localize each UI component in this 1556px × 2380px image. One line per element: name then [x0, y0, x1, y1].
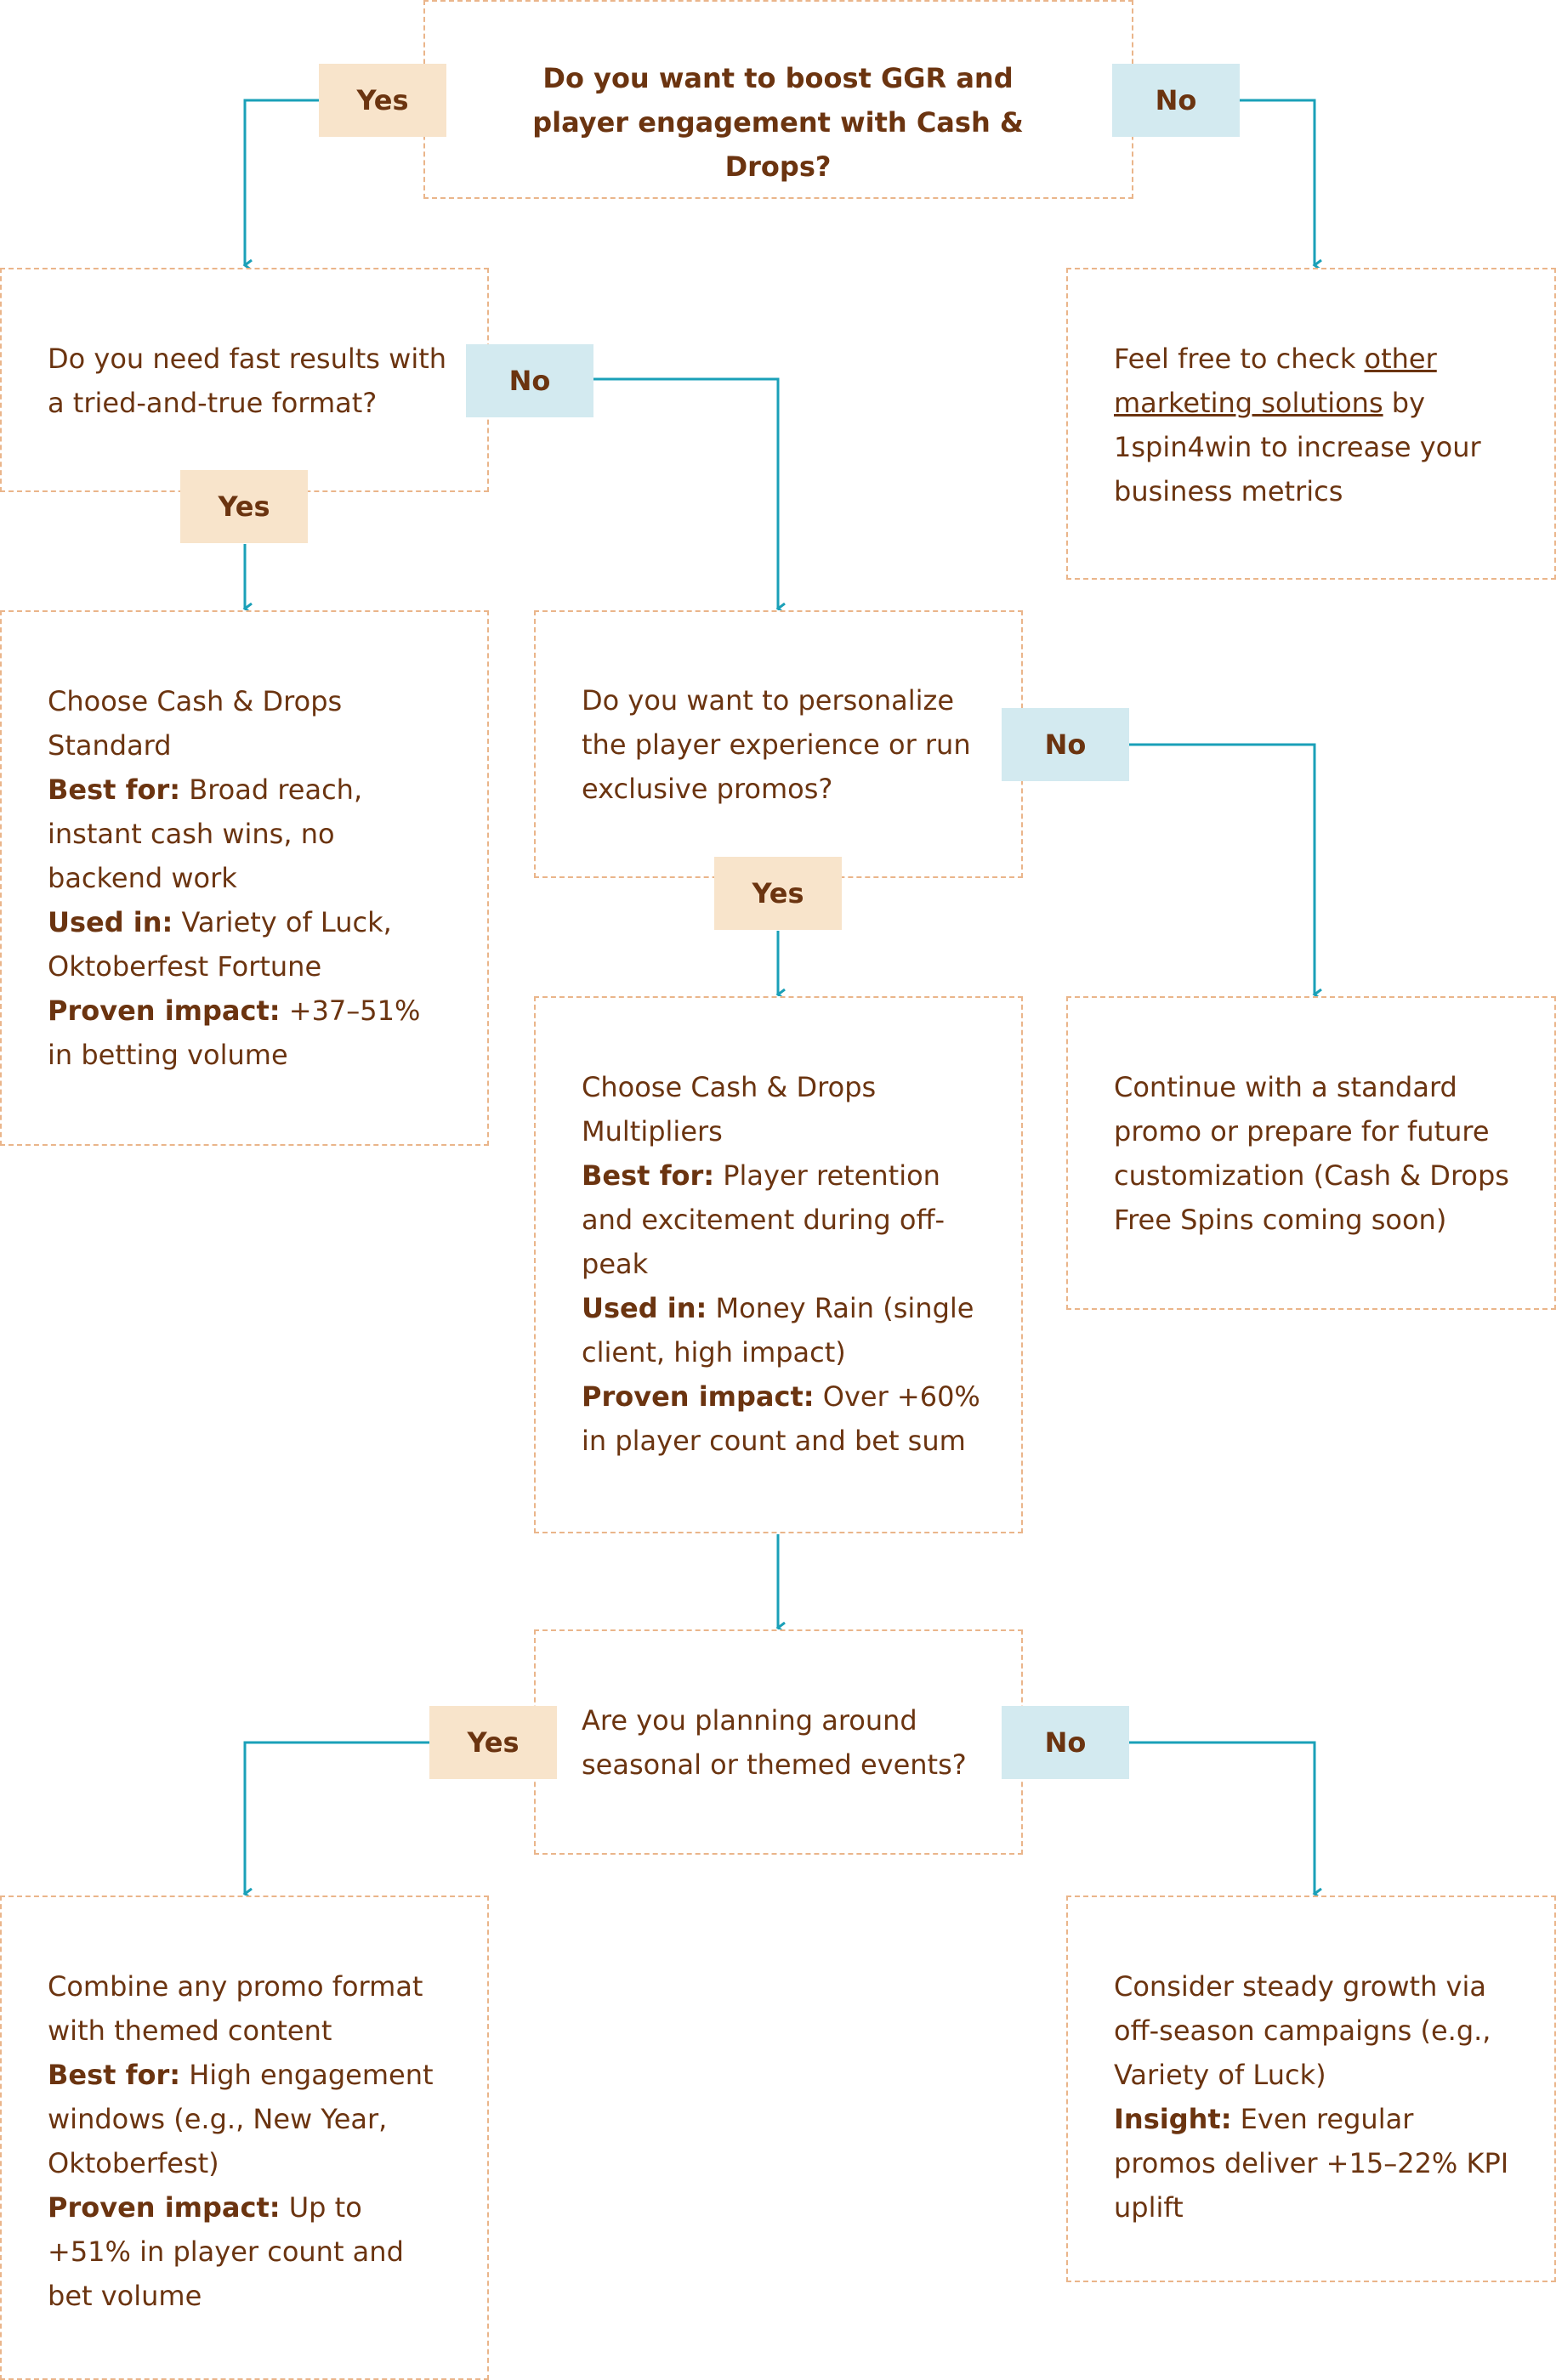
standard-title: Choose Cash & Drops Standard — [48, 685, 343, 762]
arrow-q2-no — [593, 377, 778, 609]
question-4-box — [534, 1629, 1023, 1855]
multipliers-best: Best for: Player retention and excitemen… — [582, 1159, 946, 1280]
standard-impact: Proven impact: +37–51% in betting volume — [48, 994, 421, 1071]
other-marketing-solutions-link[interactable]: other marketing solutions — [1114, 343, 1437, 419]
label-q1-yes: Yes — [319, 64, 446, 137]
multipliers-box — [534, 996, 1023, 1533]
standard-used: Used in: Variety of Luck, Oktoberfest Fo… — [48, 906, 392, 983]
arrow-q4-no — [1129, 1741, 1315, 1894]
other-solutions-box — [1066, 268, 1556, 580]
question-1-text: Do you want to boost GGR and player enga… — [532, 62, 1024, 183]
continue-box — [1066, 996, 1556, 1310]
steady-growth-text: Consider steady growth via off-season ca… — [1114, 1964, 1513, 2230]
label-q2-no: No — [466, 344, 593, 417]
question-3-text: Do you want to personalize the player ex… — [582, 684, 971, 805]
combine-title: Combine any promo format with themed con… — [48, 1970, 423, 2047]
multipliers-impact: Proven impact: Over +60% in player count… — [582, 1380, 980, 1457]
label-q3-no: No — [1002, 708, 1129, 781]
question-2-text: Do you need fast results with a tried-an… — [48, 343, 447, 419]
arrow-q1-no — [1237, 99, 1315, 265]
steady-insight: Insight: Even regular promos deliver +15… — [1114, 2103, 1509, 2224]
multipliers-used: Used in: Money Rain (single client, high… — [582, 1292, 974, 1368]
arrow-q3-no — [1129, 743, 1315, 994]
label-q3-yes: Yes — [714, 857, 842, 930]
arrow-q1-yes — [245, 99, 319, 265]
other-suffix: by 1spin4win to increase your business m… — [1114, 387, 1481, 507]
label-q4-yes: Yes — [429, 1706, 557, 1779]
steady-growth-box — [1066, 1896, 1556, 2282]
standard-best: Best for: Broad reach, instant cash wins… — [48, 774, 363, 894]
label-q1-no: No — [1112, 64, 1240, 137]
label-q4-no: No — [1002, 1706, 1129, 1779]
question-4-text: Are you planning around seasonal or them… — [582, 1704, 967, 1781]
steady-title: Consider steady growth via off-season ca… — [1114, 1970, 1491, 2091]
standard-box — [0, 610, 489, 1146]
other-prefix: Feel free to check — [1114, 343, 1365, 375]
label-q2-yes: Yes — [180, 470, 308, 543]
combine-box — [0, 1896, 489, 2380]
continue-text: Continue with a standard promo or prepar… — [1114, 1071, 1509, 1236]
other-solutions-text: Feel free to check other marketing solut… — [1114, 337, 1488, 513]
multipliers-title: Choose Cash & Drops Multipliers — [582, 1071, 877, 1148]
combine-text: Combine any promo format with themed con… — [48, 1964, 447, 2318]
question-2-box — [0, 268, 489, 492]
multipliers-text: Choose Cash & Drops Multipliers Best for… — [582, 1065, 998, 1463]
combine-impact: Proven impact: Up to +51% in player coun… — [48, 2191, 404, 2312]
standard-text: Choose Cash & Drops Standard Best for: B… — [48, 679, 447, 1077]
arrow-q4-yes — [245, 1741, 429, 1894]
combine-best: Best for: High engagement windows (e.g.,… — [48, 2059, 434, 2179]
